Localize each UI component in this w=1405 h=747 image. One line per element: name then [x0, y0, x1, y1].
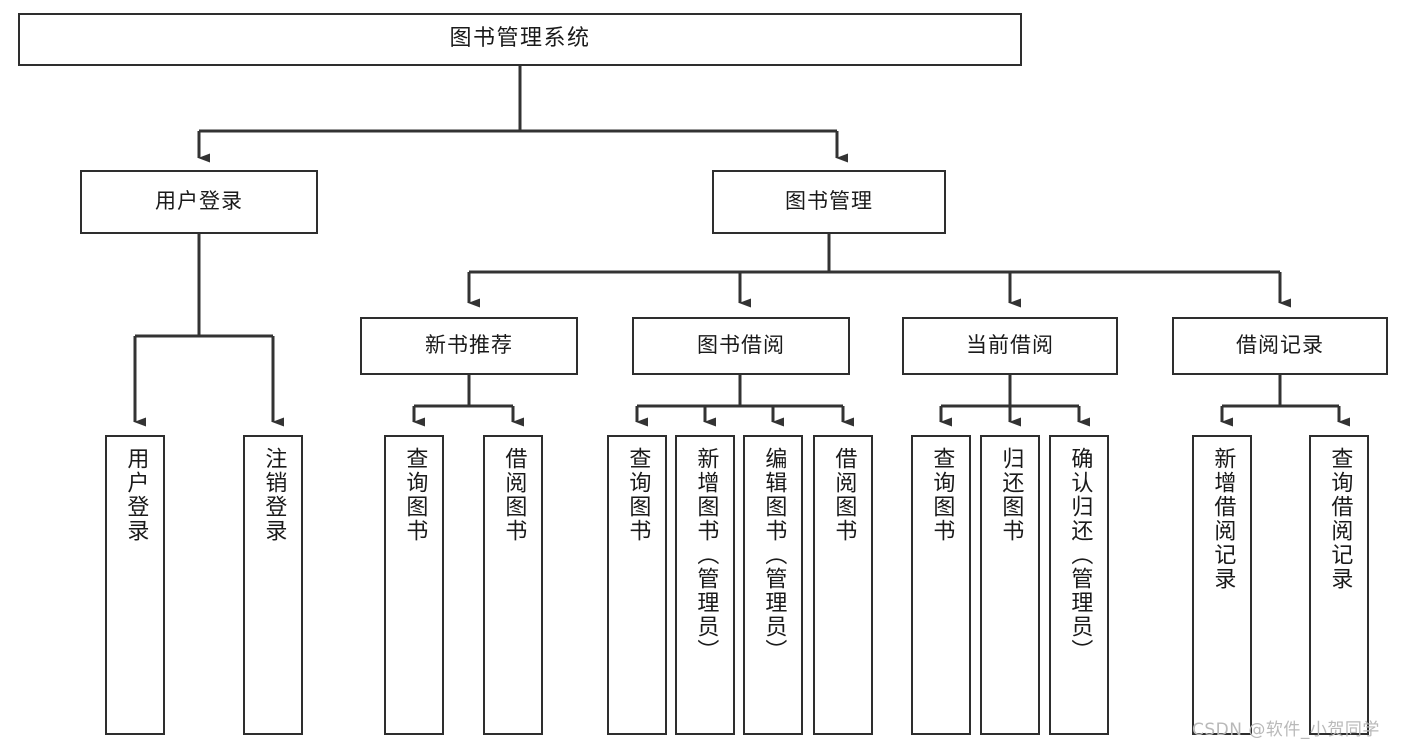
- leaf-new-book-query-book[interactable]: 查询图书: [384, 435, 444, 735]
- leaf-label: 确认归还（管理员）: [1067, 447, 1093, 663]
- leaf-book-borrow-add-book-admin[interactable]: 新增图书（管理员）: [675, 435, 735, 735]
- leaf-label: 新增图书（管理员）: [693, 447, 719, 663]
- leaf-user-login-logout[interactable]: 注销登录: [243, 435, 303, 735]
- node-label: 图书管理: [785, 189, 873, 214]
- node-book-borrow[interactable]: 图书借阅: [632, 317, 850, 375]
- node-borrow-record[interactable]: 借阅记录: [1172, 317, 1388, 375]
- leaf-label: 借阅图书: [501, 447, 527, 543]
- node-user-login[interactable]: 用户登录: [80, 170, 318, 234]
- node-label: 当前借阅: [966, 333, 1054, 358]
- leaf-new-book-borrow-book[interactable]: 借阅图书: [483, 435, 543, 735]
- leaf-book-borrow-query-book[interactable]: 查询图书: [607, 435, 667, 735]
- node-label: 用户登录: [155, 189, 243, 214]
- leaf-label: 注销登录: [261, 447, 287, 543]
- leaf-current-borrow-confirm-return-admin[interactable]: 确认归还（管理员）: [1049, 435, 1109, 735]
- leaf-book-borrow-edit-book-admin[interactable]: 编辑图书（管理员）: [743, 435, 803, 735]
- leaf-label: 用户登录: [123, 447, 149, 543]
- leaf-label: 查询图书: [929, 447, 955, 543]
- leaf-current-borrow-return-book[interactable]: 归还图书: [980, 435, 1040, 735]
- leaf-label: 归还图书: [998, 447, 1024, 543]
- leaf-label: 查询图书: [625, 447, 651, 543]
- node-label: 借阅记录: [1236, 333, 1324, 358]
- node-root-book-management-system[interactable]: 图书管理系统: [18, 13, 1022, 66]
- leaf-label: 新增借阅记录: [1210, 447, 1236, 591]
- node-book-management[interactable]: 图书管理: [712, 170, 946, 234]
- node-new-book-recommend[interactable]: 新书推荐: [360, 317, 578, 375]
- leaf-label: 借阅图书: [831, 447, 857, 543]
- node-label: 图书借阅: [697, 333, 785, 358]
- leaf-borrow-record-add-record[interactable]: 新增借阅记录: [1192, 435, 1252, 735]
- leaf-borrow-record-query-record[interactable]: 查询借阅记录: [1309, 435, 1369, 735]
- node-current-borrow[interactable]: 当前借阅: [902, 317, 1118, 375]
- leaf-label: 编辑图书（管理员）: [761, 447, 787, 663]
- leaf-label: 查询借阅记录: [1327, 447, 1353, 591]
- watermark-csdn: CSDN @软件_小贺同学: [1192, 720, 1380, 740]
- leaf-current-borrow-query-book[interactable]: 查询图书: [911, 435, 971, 735]
- node-label: 新书推荐: [425, 333, 513, 358]
- leaf-book-borrow-borrow-book[interactable]: 借阅图书: [813, 435, 873, 735]
- leaf-label: 查询图书: [402, 447, 428, 543]
- leaf-user-login-login[interactable]: 用户登录: [105, 435, 165, 735]
- node-label: 图书管理系统: [449, 26, 591, 52]
